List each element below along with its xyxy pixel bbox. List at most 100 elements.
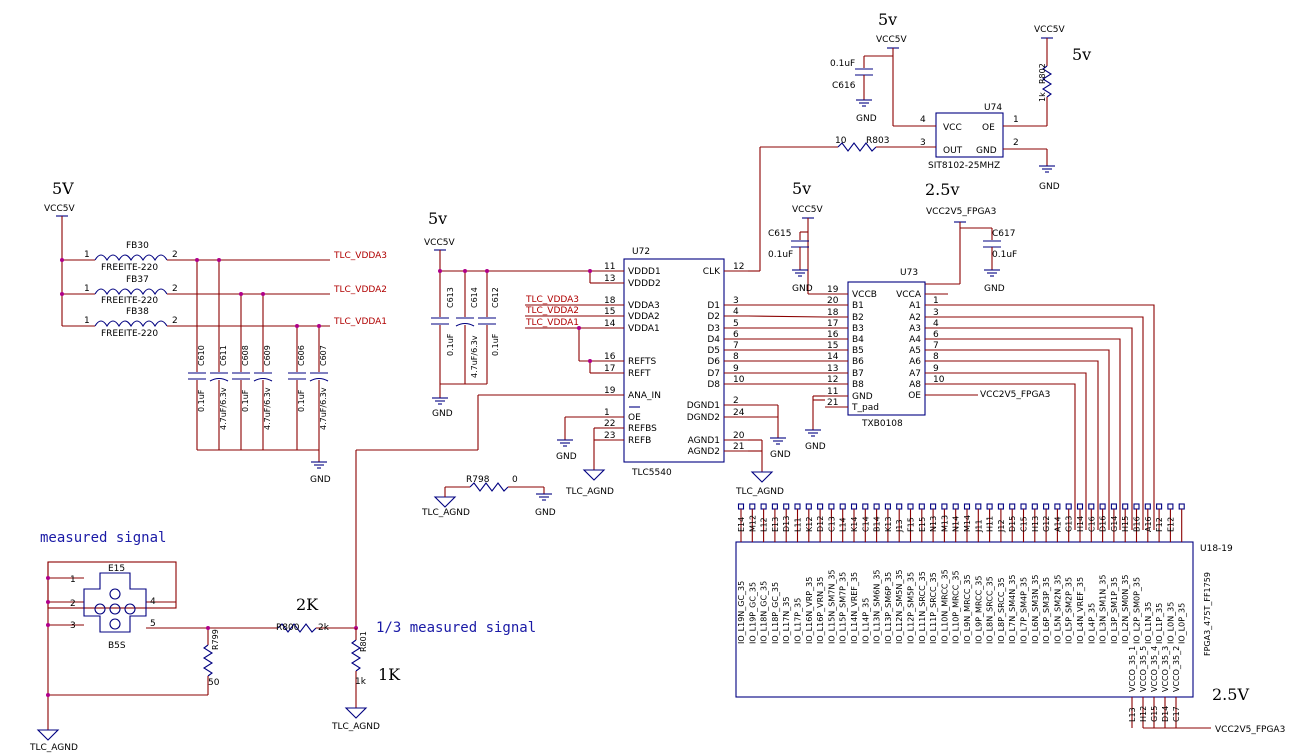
svg-text:C609: C609 <box>263 345 272 366</box>
measured-signal-note: measured signal <box>40 530 166 546</box>
u72-pin-num: 23 <box>604 431 615 441</box>
fpga-vcco-name: VCCO_35_5 <box>1139 646 1148 692</box>
fpga-pin-name: IO_L4P_35 <box>1087 603 1096 644</box>
u72-pin-num: 6 <box>733 330 739 340</box>
fpga-vcco-name: VCCO_35_3 <box>1161 646 1170 692</box>
u73-pin-name: B5 <box>852 346 864 356</box>
svg-text:C607: C607 <box>319 345 328 366</box>
fpga-pin-name: IO_L12P_SM5P_35 <box>907 572 916 644</box>
u72-pin-name: VDDA3 <box>628 301 660 311</box>
fpga-pin-name: IO_L13N_SM6N_35 <box>873 569 882 644</box>
u72-pin-num: 21 <box>733 442 744 452</box>
svg-text:10: 10 <box>835 136 847 146</box>
fpga-pin-stub <box>907 503 914 510</box>
u72-pin-num: 19 <box>604 386 616 396</box>
fpga-pin-name: IO_L10P_MRCC_35 <box>952 570 961 644</box>
fpga-pin-name: IO_L16N_VRP_35 <box>805 577 814 644</box>
svg-text:VCC: VCC <box>943 123 962 133</box>
svg-text:B5S: B5S <box>108 641 126 651</box>
svg-text:1: 1 <box>70 575 76 585</box>
u72-pin-num: 17 <box>604 364 615 374</box>
svg-text:1: 1 <box>84 284 90 294</box>
u72-pin-num: 10 <box>733 375 745 385</box>
u72-pin-num: 9 <box>733 364 739 374</box>
svg-text:4.7uF/6.3v: 4.7uF/6.3v <box>263 387 272 430</box>
fpga-pin-stub <box>771 503 778 510</box>
fpga-pin-name: IO_L5N_SM2N_35 <box>1053 575 1062 644</box>
svg-text:0.1uF: 0.1uF <box>768 250 793 260</box>
svg-text:FB37: FB37 <box>126 275 149 285</box>
u72-pin-name: D3 <box>707 324 720 334</box>
fpga-pin-name: IO_L11N_SRCC_35 <box>918 571 927 644</box>
fpga-pin-name: IO_L12N_SM5N_35 <box>895 569 904 644</box>
svg-text:2.5v: 2.5v <box>925 180 959 199</box>
svg-text:FB38: FB38 <box>126 307 149 317</box>
svg-text:OE: OE <box>982 123 995 133</box>
fpga-pin-name: IO_L2P_SM0P_35 <box>1133 577 1142 644</box>
svg-text:U18-19: U18-19 <box>1200 544 1233 554</box>
fpga-pin-num: K12 <box>805 517 814 532</box>
u72-pin-num: 3 <box>733 296 739 306</box>
svg-text:0.1uF: 0.1uF <box>197 389 206 412</box>
fpga-vcco-num: H12 <box>1139 706 1148 722</box>
u73-pin-name: A4 <box>909 335 921 345</box>
u73-pin-num: 6 <box>933 330 939 340</box>
svg-text:TXB0108: TXB0108 <box>861 419 903 429</box>
net-tlc-vdda1-ferrite: TLC_VDDA1 <box>333 317 387 327</box>
fpga-pin-num: J11 <box>974 519 983 533</box>
svg-text:0.1uF: 0.1uF <box>297 389 306 412</box>
svg-text:SIT8102-25MHZ: SIT8102-25MHZ <box>928 161 1000 171</box>
svg-text:TLC_AGND: TLC_AGND <box>29 743 78 753</box>
svg-text:2k: 2k <box>318 623 330 633</box>
fpga-pin-num: C16 <box>1087 516 1096 532</box>
svg-text:R798: R798 <box>466 475 490 485</box>
u73-pin-num: 20 <box>827 296 839 306</box>
u72-pin-name: VDDD2 <box>628 279 661 289</box>
u72-pin-name: DGND2 <box>687 413 720 423</box>
u72-pin-name: DGND1 <box>687 401 720 411</box>
fpga-pin-name: IO_L8N_SRCC_35 <box>986 576 995 644</box>
u73-pin-num: 12 <box>827 375 838 385</box>
u72-pin-name: D5 <box>707 346 720 356</box>
fpga-pin-num: H13 <box>1031 516 1040 532</box>
fpga-pin-name: IO_L7P_SM4P_35 <box>1020 577 1029 644</box>
u72-pin-num: 15 <box>604 307 615 317</box>
svg-text:2: 2 <box>172 284 178 294</box>
u73-pin-num: 14 <box>827 352 839 362</box>
fpga-pin-stub <box>930 503 937 510</box>
svg-text:4: 4 <box>920 115 926 125</box>
svg-text:GND: GND <box>805 442 826 452</box>
net-tlc-vdda2-ferrite: TLC_VDDA2 <box>333 285 387 295</box>
u73-pin-name: VCCA <box>896 290 922 300</box>
fpga-pin-num: D16 <box>1099 516 1108 532</box>
svg-text:VCC5V: VCC5V <box>792 205 823 215</box>
svg-text:VCC5V: VCC5V <box>876 35 907 45</box>
fpga-pin-stub <box>1020 503 1027 510</box>
fpga-pin-name: IO_L18N_GC_35 <box>760 581 769 644</box>
fpga-vcco-num: C17 <box>1172 706 1181 722</box>
input-section: measured signal 1 2 3 4 5 E15 B5S R799 5… <box>29 530 536 753</box>
fpga-pin-stub <box>952 503 959 510</box>
fpga-pin-name: IO_L9N_MRCC_35 <box>963 574 972 644</box>
gnd-label-ferrite: GND <box>310 475 331 485</box>
u73-pin-num: 8 <box>933 352 939 362</box>
fpga-pin-stub <box>1076 503 1084 510</box>
fpga-pin-num: G13 <box>1065 516 1074 532</box>
svg-text:TLC_AGND: TLC_AGND <box>565 487 614 497</box>
u72-pin-name: REFB <box>628 436 651 446</box>
svg-text:2: 2 <box>1013 138 1019 148</box>
fpga-pin-stub <box>1178 503 1185 510</box>
u72-ref: U72 <box>632 247 650 257</box>
fpga-pin-num: L11 <box>794 517 803 532</box>
u72-pin-num: 4 <box>733 307 739 317</box>
fpga-pin-num: N13 <box>929 516 938 532</box>
svg-text:C616: C616 <box>832 81 856 91</box>
fpga-pin-stub <box>737 503 745 510</box>
fpga-pin-stub <box>805 503 812 510</box>
u73-pin-num: 3 <box>933 308 939 318</box>
fpga-pin-num: J12 <box>997 519 1006 533</box>
u73-pin-name: A2 <box>909 313 921 323</box>
svg-text:4: 4 <box>150 597 156 607</box>
